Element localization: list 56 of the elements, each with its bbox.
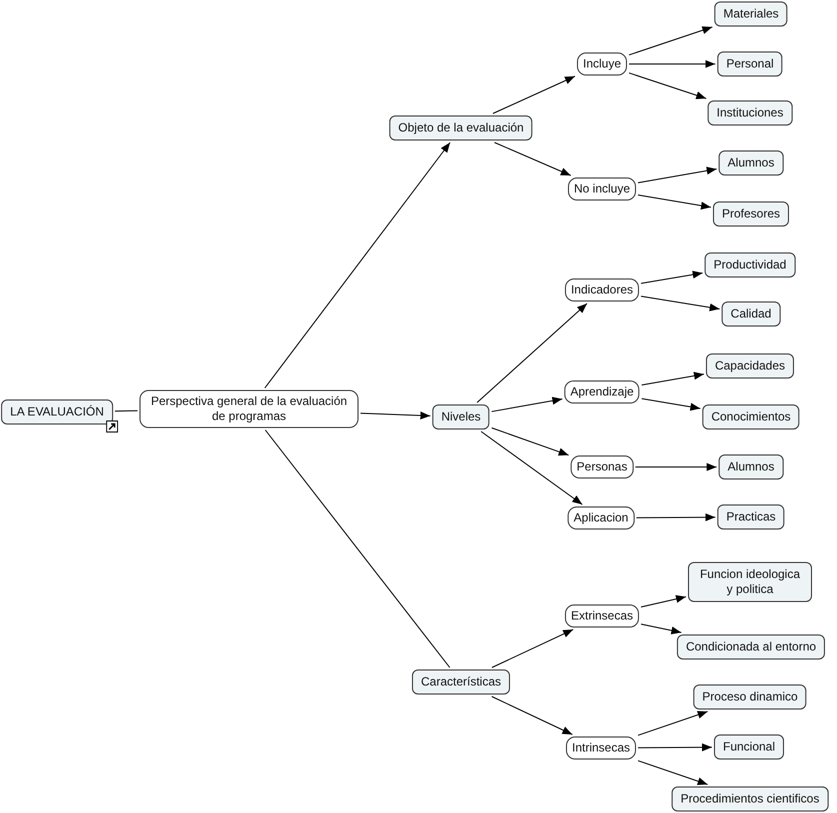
arrow bbox=[491, 396, 563, 412]
arrow bbox=[491, 696, 573, 735]
concept-box: Funcion ideologica y politica bbox=[688, 562, 812, 602]
arrow bbox=[628, 26, 713, 56]
concept-box: Condicionada al entorno bbox=[676, 634, 826, 660]
linking-phrase-box: Perspectiva general de la evaluación de programas bbox=[140, 390, 358, 428]
concept-box: Procedimientos cientificos bbox=[672, 786, 828, 812]
concept-box: Instituciones bbox=[708, 100, 792, 126]
arrow bbox=[638, 194, 712, 210]
concept-box: Capacidades bbox=[706, 354, 794, 378]
arrow bbox=[628, 72, 707, 100]
arrow bbox=[360, 411, 431, 420]
arrow bbox=[628, 60, 716, 68]
arrow bbox=[634, 463, 718, 471]
arrow bbox=[641, 398, 701, 411]
arrow bbox=[640, 595, 686, 608]
arrow bbox=[491, 629, 574, 668]
connector-line bbox=[264, 430, 450, 668]
concept-box: Características bbox=[412, 670, 510, 694]
concept-box: Niveles bbox=[432, 404, 490, 430]
concept-box: Personal bbox=[717, 52, 783, 76]
concept-box: Alumnos bbox=[718, 454, 784, 480]
concept-box: Calidad bbox=[722, 302, 780, 326]
arrow bbox=[264, 142, 451, 388]
arrow bbox=[638, 743, 712, 752]
arrow bbox=[492, 76, 576, 114]
concept-box: Objeto de la evaluación bbox=[389, 116, 533, 140]
arrow bbox=[640, 270, 704, 284]
concept-box: Alumnos bbox=[718, 150, 784, 176]
linking-phrase-box: No incluye bbox=[568, 178, 636, 200]
linking-phrase-box: Intrinsecas bbox=[566, 736, 636, 760]
arrow bbox=[480, 431, 583, 505]
concept-box: Conocimientos bbox=[702, 404, 800, 430]
arrow bbox=[640, 296, 720, 312]
concept-box: Productividad bbox=[704, 252, 796, 278]
arrow bbox=[491, 427, 570, 456]
arrow bbox=[640, 624, 682, 634]
arrow bbox=[494, 142, 572, 176]
connector-line bbox=[114, 410, 138, 412]
arrow bbox=[638, 166, 718, 184]
concept-box: Practicas bbox=[717, 504, 785, 530]
linking-phrase-box: Personas bbox=[570, 456, 634, 478]
concept-box: Proceso dinamico bbox=[693, 684, 807, 710]
arrow bbox=[476, 303, 588, 403]
arrow bbox=[638, 710, 708, 736]
arrow bbox=[638, 760, 708, 786]
linking-phrase-box: Extrinsecas bbox=[564, 604, 640, 628]
linking-phrase-box: Aplicacion bbox=[568, 506, 634, 530]
concept-box: Profesores bbox=[712, 202, 790, 226]
arrow bbox=[636, 513, 716, 522]
linking-phrase-box: Incluye bbox=[576, 52, 628, 76]
concept-box: Materiales bbox=[714, 2, 788, 26]
concept-box: Funcional bbox=[714, 734, 784, 760]
arrow bbox=[641, 372, 704, 386]
linking-phrase-box: Indicadores bbox=[564, 278, 640, 302]
linking-phrase-box: Aprendizaje bbox=[564, 380, 640, 404]
